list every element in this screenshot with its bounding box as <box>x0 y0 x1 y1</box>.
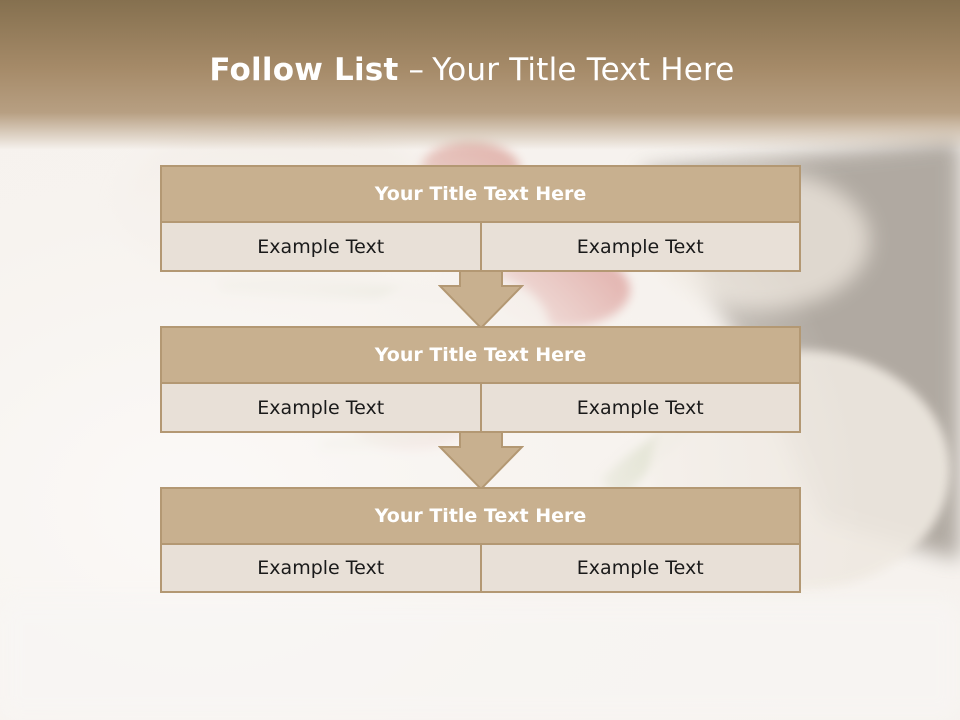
step-row: Example Text Example Text <box>160 382 801 433</box>
step-cell-right: Example Text <box>481 221 801 272</box>
step-row: Example Text Example Text <box>160 221 801 272</box>
title-band <box>0 0 960 150</box>
step-row: Example Text Example Text <box>160 543 801 593</box>
slide-title-bold: Follow List <box>209 52 399 88</box>
step-cell-right: Example Text <box>481 382 801 433</box>
step-cell-left: Example Text <box>160 382 482 433</box>
step-title: Your Title Text Here <box>160 165 801 223</box>
step-cell-left: Example Text <box>160 543 482 593</box>
step-cell-right: Example Text <box>481 543 801 593</box>
slide-title: Follow List–Your Title Text Here <box>0 52 944 88</box>
down-arrow-icon <box>438 270 524 330</box>
slide-title-rest: Your Title Text Here <box>432 52 735 88</box>
down-arrow-icon <box>438 431 524 491</box>
step-title: Your Title Text Here <box>160 326 801 384</box>
step-cell-left: Example Text <box>160 221 482 272</box>
step-title: Your Title Text Here <box>160 487 801 545</box>
slide-title-separator: – <box>408 52 425 88</box>
